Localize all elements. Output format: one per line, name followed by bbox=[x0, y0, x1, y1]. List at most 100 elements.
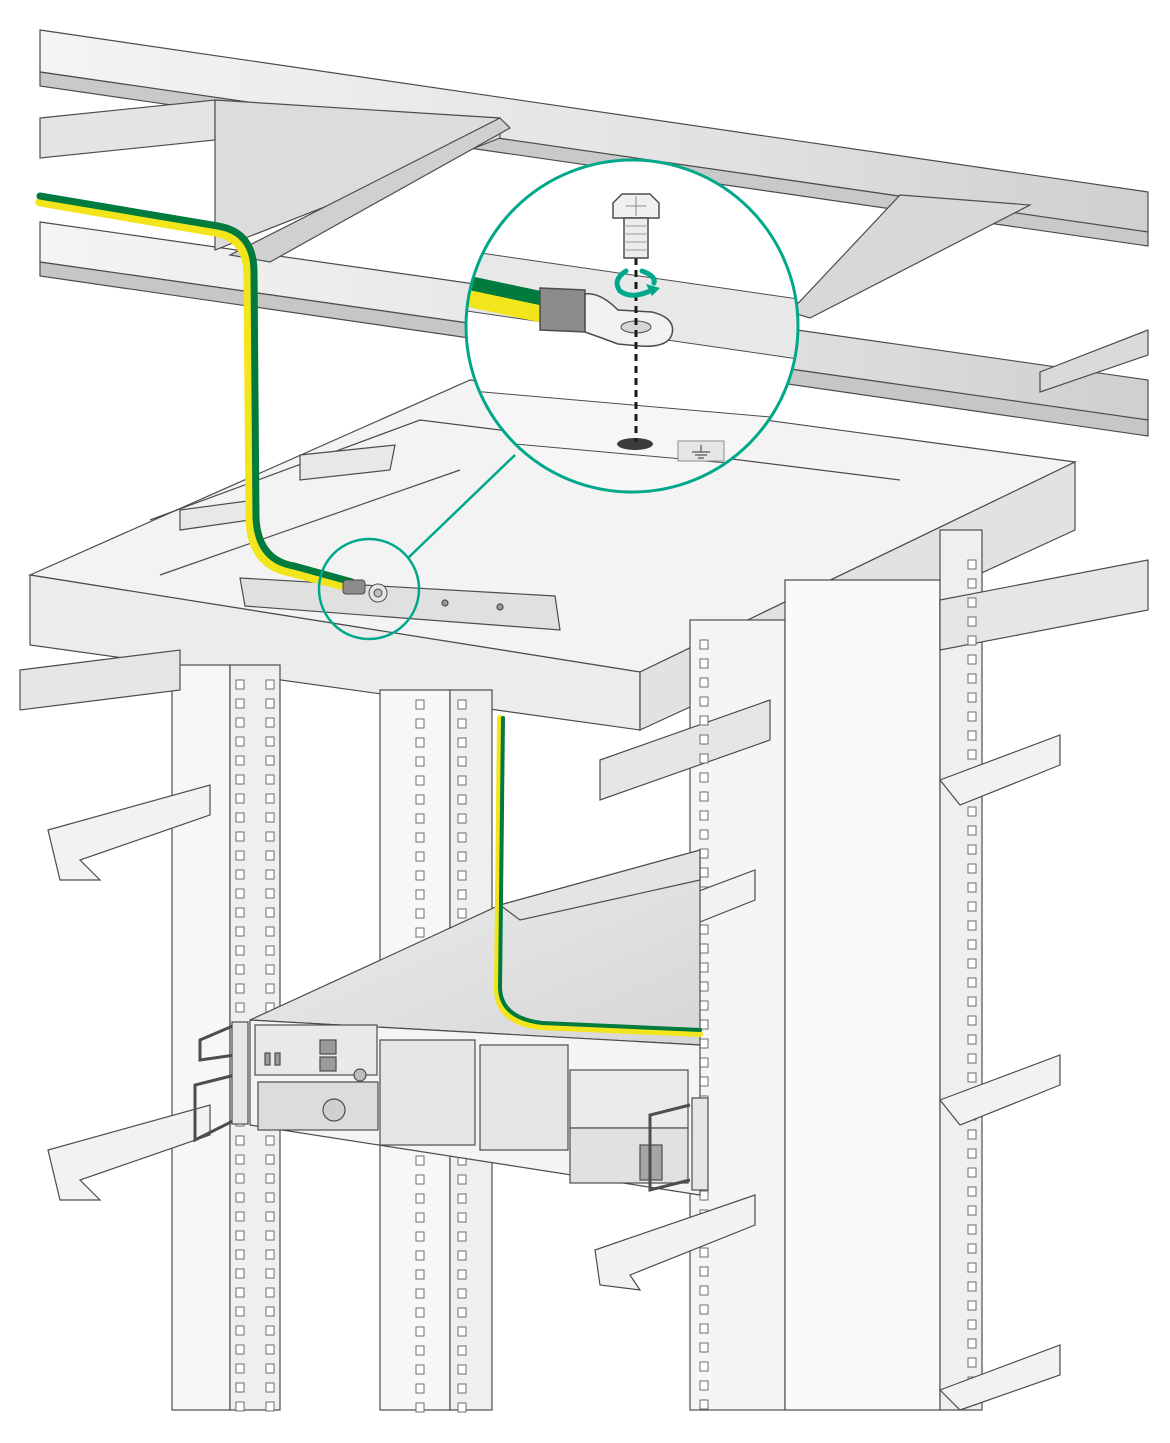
mounting-hole bbox=[967, 1148, 977, 1159]
mounting-hole bbox=[265, 1211, 275, 1222]
rj45-port bbox=[319, 1039, 337, 1055]
mounting-hole bbox=[699, 715, 709, 726]
mounting-hole bbox=[265, 926, 275, 937]
mounting-hole bbox=[265, 907, 275, 918]
mounting-hole bbox=[457, 1250, 467, 1261]
mounting-hole bbox=[699, 981, 709, 992]
mounting-hole bbox=[457, 813, 467, 824]
empty-slot bbox=[479, 1044, 569, 1151]
mounting-hole bbox=[235, 774, 245, 785]
mounting-hole bbox=[967, 939, 977, 950]
mounting-hole bbox=[699, 1076, 709, 1087]
mounting-hole bbox=[457, 718, 467, 729]
ground-lug-small bbox=[342, 579, 388, 603]
mounting-hole bbox=[265, 831, 275, 842]
mounting-hole bbox=[235, 1249, 245, 1260]
mounting-hole bbox=[235, 793, 245, 804]
mounting-hole bbox=[415, 1155, 425, 1166]
mounting-hole bbox=[415, 1269, 425, 1280]
mounting-hole bbox=[699, 848, 709, 859]
mounting-hole bbox=[235, 1211, 245, 1222]
mounting-hole bbox=[235, 1306, 245, 1317]
mounting-hole bbox=[265, 1192, 275, 1203]
mounting-hole bbox=[265, 736, 275, 747]
ladder-rung bbox=[1039, 329, 1149, 393]
mounting-hole bbox=[457, 1174, 467, 1185]
mounting-hole bbox=[457, 1345, 467, 1356]
mounting-hole bbox=[967, 692, 977, 703]
mounting-hole bbox=[457, 756, 467, 767]
ground-symbol-icon bbox=[677, 440, 725, 462]
mounting-hole bbox=[967, 806, 977, 817]
power-module bbox=[569, 1127, 689, 1184]
device-chassis bbox=[193, 849, 709, 1196]
mounting-hole bbox=[967, 730, 977, 741]
mounting-hole bbox=[699, 1057, 709, 1068]
chassis-handle-left bbox=[198, 1023, 236, 1062]
rack-upright bbox=[171, 664, 231, 1411]
mounting-hole bbox=[415, 775, 425, 786]
management-module bbox=[254, 1024, 378, 1076]
mounting-hole bbox=[457, 1288, 467, 1299]
mounting-hole bbox=[265, 1306, 275, 1317]
mounting-hole bbox=[235, 1325, 245, 1336]
mounting-hole bbox=[415, 1345, 425, 1356]
mounting-hole bbox=[457, 870, 467, 881]
mounting-hole bbox=[457, 737, 467, 748]
mounting-hole bbox=[699, 753, 709, 764]
rj45-port bbox=[319, 1056, 337, 1072]
mounting-hole bbox=[699, 1361, 709, 1372]
mounting-hole bbox=[415, 1288, 425, 1299]
mounting-hole bbox=[457, 1212, 467, 1223]
mounting-hole bbox=[265, 1344, 275, 1355]
usb-port bbox=[274, 1052, 281, 1066]
mounting-hole bbox=[265, 774, 275, 785]
mounting-hole bbox=[967, 711, 977, 722]
mounting-hole bbox=[415, 737, 425, 748]
mounting-hole bbox=[457, 1383, 467, 1394]
fan-slot bbox=[257, 1081, 379, 1131]
rack-upright bbox=[784, 579, 941, 1411]
mounting-hole bbox=[415, 832, 425, 843]
mounting-hole bbox=[699, 677, 709, 688]
mounting-hole bbox=[235, 945, 245, 956]
mounting-hole bbox=[235, 1154, 245, 1165]
mounting-hole bbox=[967, 1357, 977, 1368]
mounting-hole bbox=[967, 1319, 977, 1330]
mounting-hole bbox=[967, 578, 977, 589]
mounting-hole bbox=[699, 734, 709, 745]
callout-small-circle bbox=[317, 537, 421, 641]
mounting-hole bbox=[699, 639, 709, 650]
mounting-hole bbox=[235, 1230, 245, 1241]
mounting-hole bbox=[967, 996, 977, 1007]
mounting-hole bbox=[235, 1344, 245, 1355]
mounting-hole bbox=[699, 1380, 709, 1391]
console-port bbox=[353, 1068, 367, 1082]
mounting-hole bbox=[235, 1002, 245, 1013]
mounting-hole bbox=[967, 1243, 977, 1254]
ladder-rung bbox=[39, 99, 216, 159]
mounting-hole bbox=[415, 1402, 425, 1413]
ladder-rung bbox=[228, 117, 511, 263]
mounting-hole bbox=[699, 1019, 709, 1030]
cable-bracket bbox=[47, 784, 211, 881]
mounting-hole bbox=[265, 850, 275, 861]
cable-bracket bbox=[939, 734, 1061, 806]
mounting-hole bbox=[415, 1307, 425, 1318]
mounting-hole bbox=[967, 882, 977, 893]
mounting-hole bbox=[235, 736, 245, 747]
mounting-hole bbox=[235, 907, 245, 918]
mounting-hole bbox=[235, 717, 245, 728]
mounting-hole bbox=[967, 844, 977, 855]
mounting-hole bbox=[457, 699, 467, 710]
mounting-hole bbox=[699, 867, 709, 878]
mounting-hole bbox=[415, 1212, 425, 1223]
ladder-rung bbox=[788, 194, 1033, 319]
detail-callout bbox=[317, 454, 516, 641]
mounting-hole bbox=[235, 755, 245, 766]
mounting-hole bbox=[699, 1285, 709, 1296]
mounting-hole bbox=[265, 1154, 275, 1165]
mounting-hole bbox=[235, 926, 245, 937]
mounting-hole bbox=[235, 1287, 245, 1298]
